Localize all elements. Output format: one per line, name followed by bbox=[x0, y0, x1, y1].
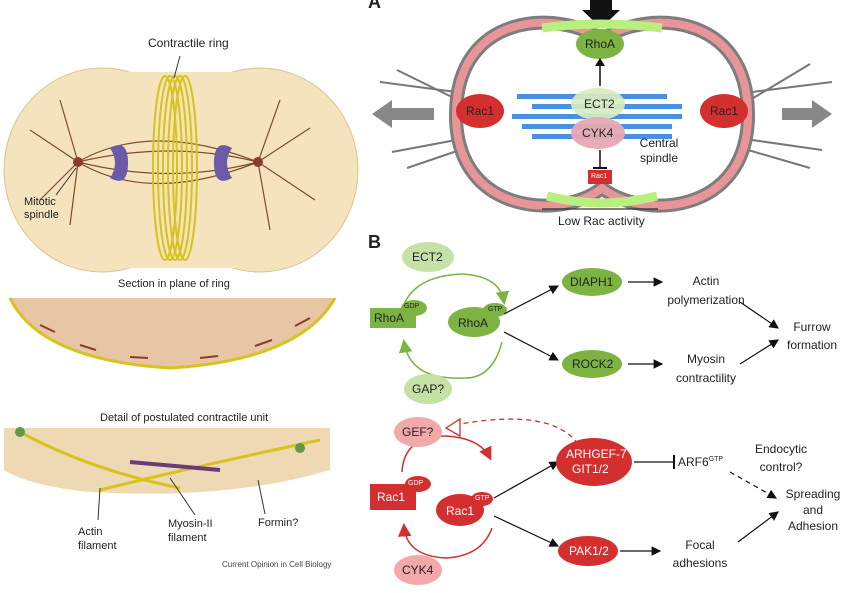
b-pak: PAK1/2 bbox=[569, 544, 609, 558]
cell-division-illustration: Contractile ring Mitotic spindle Section… bbox=[0, 0, 362, 588]
b-gef: GEF? bbox=[402, 425, 434, 439]
a-central-spindle: Central spindle bbox=[639, 136, 679, 165]
b-rac1-gtp: GTP bbox=[475, 495, 490, 502]
b-actin-poly: Actin polymerization bbox=[667, 274, 745, 307]
a-ect2: ECT2 bbox=[584, 97, 615, 111]
a-rhoa: RhoA bbox=[585, 37, 616, 51]
panel-a-svg bbox=[372, 0, 833, 213]
a-cyk4: CYK4 bbox=[582, 126, 614, 140]
panel-b: B ECT2 GAP? RhoA GDP RhoA GTP DIAPH1 ROC… bbox=[362, 232, 852, 588]
dividing-cell bbox=[3, 55, 359, 273]
b-myosin-con: Myosin contractility bbox=[675, 352, 737, 385]
panel-b-letter: B bbox=[368, 232, 381, 252]
panel-a: A RhoA ECT2 CYK4 Rac1 Rac1 Rac1 Central … bbox=[362, 0, 852, 236]
b-rac1-active: Rac1 bbox=[446, 504, 475, 518]
b-arf6: ARF6GTP bbox=[678, 455, 723, 469]
b-diaph1: DIAPH1 bbox=[570, 275, 614, 289]
b-endocytic: Endocytic control? bbox=[754, 442, 808, 474]
b-rac1-inactive: Rac1 bbox=[377, 490, 406, 504]
panel-a-letter: A bbox=[368, 0, 381, 12]
b-focal: Focal adhesions bbox=[672, 538, 728, 570]
myosin-filament-label: Myosin-II filament bbox=[168, 518, 213, 544]
b-rhoa-gdp: GDP bbox=[404, 303, 420, 310]
formin-label: Formin? bbox=[258, 517, 299, 529]
contractile-ring-label: Contractile ring bbox=[148, 36, 229, 50]
illustration-svg bbox=[3, 55, 359, 521]
a-low-rac: Low Rac activity bbox=[558, 214, 645, 228]
b-rhoa-inactive: RhoA bbox=[374, 311, 405, 325]
detail-label: Detail of postulated contractile unit bbox=[100, 412, 269, 424]
b-cyk4: CYK4 bbox=[402, 563, 434, 577]
b-rhoa-active: RhoA bbox=[458, 316, 489, 330]
section-label: Section in plane of ring bbox=[118, 278, 230, 290]
a-rac1-right: Rac1 bbox=[710, 104, 739, 118]
b-rhoa-gtp: GTP bbox=[488, 306, 503, 313]
a-rac1-left: Rac1 bbox=[466, 104, 495, 118]
b-rac1-gdp: GDP bbox=[408, 480, 424, 487]
actin-filament-label: Actin filament bbox=[78, 526, 117, 552]
journal-credit: Current Opinion in Cell Biology bbox=[222, 560, 332, 569]
a-rac1-small: Rac1 bbox=[591, 173, 608, 180]
mitotic-spindle-label: Mitotic spindle bbox=[24, 196, 59, 221]
panel-b-svg bbox=[370, 242, 780, 585]
b-arf6-sup: GTP bbox=[708, 456, 724, 463]
b-arhgef-1: ARHGEF-7 bbox=[566, 447, 627, 461]
b-rock2: ROCK2 bbox=[572, 357, 614, 371]
b-arhgef-2: GIT1/2 bbox=[572, 462, 609, 476]
ring-section bbox=[8, 297, 337, 370]
b-furrow: Furrow formation bbox=[786, 320, 838, 352]
b-gap: GAP? bbox=[412, 382, 445, 396]
contractile-unit-detail bbox=[4, 427, 330, 521]
b-ect2: ECT2 bbox=[412, 250, 443, 264]
b-spreading: Spreading and Adhesion bbox=[785, 487, 841, 533]
b-arf6-text: ARF6 bbox=[678, 455, 709, 469]
